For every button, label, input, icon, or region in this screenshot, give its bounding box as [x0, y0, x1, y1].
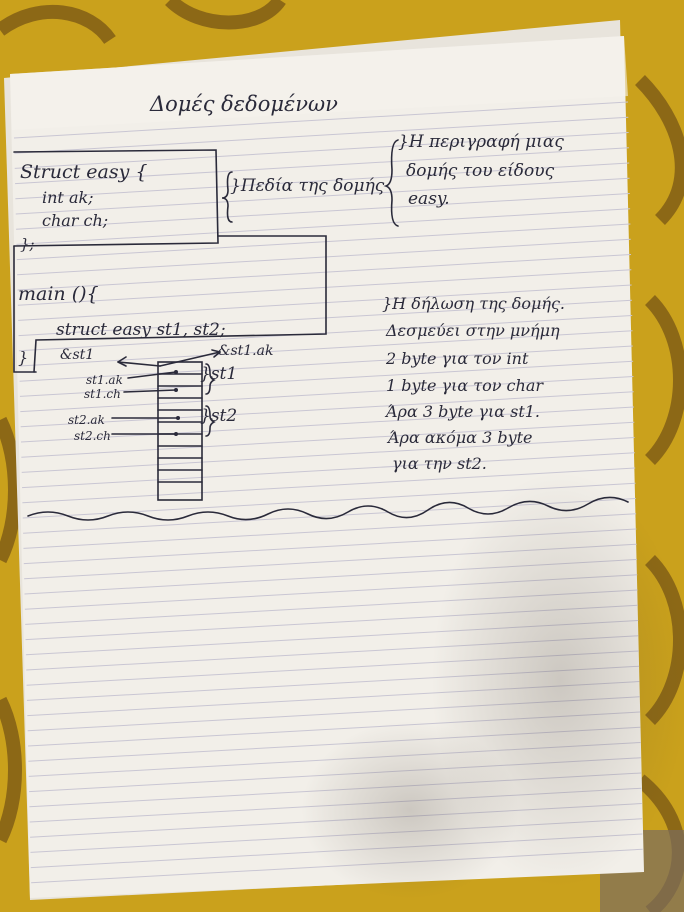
- code-char-field: char ch;: [42, 211, 109, 230]
- description-note-line: easy.: [408, 189, 450, 209]
- ruled-line: [23, 513, 637, 549]
- ruled-line: [16, 223, 631, 261]
- code-main: main (){: [18, 283, 99, 305]
- ruled-line: [17, 269, 632, 306]
- ruled-line: [14, 116, 629, 154]
- declaration-note-line: }Η δήλωση της δομής.: [382, 294, 565, 313]
- ruled-line: [27, 711, 641, 747]
- wavy-divider: [27, 496, 629, 521]
- description-brace: [383, 139, 399, 227]
- ruled-line: [24, 574, 638, 610]
- ruled-line: [16, 193, 630, 230]
- ruled-line: [24, 543, 637, 580]
- ruled-line: [20, 391, 634, 428]
- ruled-line: [30, 833, 643, 869]
- main-box: [33, 235, 327, 373]
- ruled-line: [26, 635, 639, 671]
- code-main-end: }: [18, 348, 29, 367]
- fields-brace: [221, 171, 233, 223]
- ruled-line: [27, 681, 640, 717]
- ruled-line: [28, 742, 641, 777]
- code-int-field: int ak;: [42, 188, 94, 207]
- declaration-note-line: Άρα ακόμα 3 byte: [388, 428, 533, 447]
- description-note-line: δομής του είδους: [406, 161, 555, 181]
- ruled-line: [15, 147, 629, 185]
- declaration-note-line: Άρα 3 byte για st1.: [386, 402, 541, 421]
- ruled-line: [15, 177, 630, 215]
- ruled-line: [17, 254, 632, 291]
- memory-stack: [157, 361, 203, 501]
- ruled-line: [30, 803, 642, 838]
- fields-note: }Πεδία της δομής: [230, 176, 385, 196]
- ruled-line: [28, 726, 641, 762]
- address-st1-label: &st1: [60, 347, 95, 363]
- ruled-line: [25, 604, 638, 641]
- ruled-line: [25, 589, 638, 625]
- ruled-line: [30, 818, 643, 853]
- ruled-line: [24, 559, 638, 595]
- ruled-line: [23, 528, 637, 565]
- declaration-note-line: Δεσμεύει στην μνήμη: [386, 321, 560, 340]
- ruled-line: [21, 437, 635, 473]
- ruled-line: [19, 360, 634, 397]
- st1-ak-label: st1.ak: [86, 373, 123, 387]
- code-declaration: struct easy st1, st2;: [56, 320, 226, 340]
- ruled-line: [23, 498, 636, 534]
- code-struct-line: Struct easy {: [20, 161, 148, 183]
- ruled-line: [20, 406, 635, 443]
- ruled-line: [13, 101, 629, 139]
- declaration-note-line: 2 byte για τον int: [386, 349, 529, 368]
- ruled-line: [29, 757, 641, 793]
- ruled-line: [27, 696, 640, 732]
- description-note-line: }Η περιγραφή μιας: [398, 132, 564, 152]
- declaration-note-line: 1 byte για τον char: [386, 376, 544, 395]
- ruled-line: [14, 132, 629, 169]
- ruled-line: [26, 650, 639, 686]
- ruled-line: [16, 208, 631, 245]
- ruled-line: [20, 376, 634, 413]
- ruled-line: [25, 620, 639, 656]
- st2-ak-label: st2.ak: [68, 413, 105, 427]
- page-title: Δομές δεδομένων: [150, 92, 338, 116]
- ruled-line: [22, 467, 636, 504]
- ruled-line: [19, 345, 633, 382]
- st2-ch-label: st2.ch: [74, 429, 111, 443]
- ruled-line: [26, 665, 640, 701]
- ruled-line: [31, 848, 643, 884]
- declaration-note-line: για την st2.: [392, 454, 487, 473]
- code-struct-end: };: [20, 235, 35, 253]
- ruled-line: [18, 284, 632, 321]
- ruled-line: [22, 452, 635, 489]
- address-st1-ak-label: &st1.ak: [218, 343, 274, 359]
- ruled-line: [29, 787, 642, 823]
- st1-ch-label: st1.ch: [84, 387, 121, 401]
- struct-box: [13, 149, 219, 247]
- ruled-line: [17, 238, 631, 276]
- ruled-line: [29, 772, 642, 808]
- ruled-line: [15, 162, 630, 200]
- ruled-line: [21, 421, 635, 458]
